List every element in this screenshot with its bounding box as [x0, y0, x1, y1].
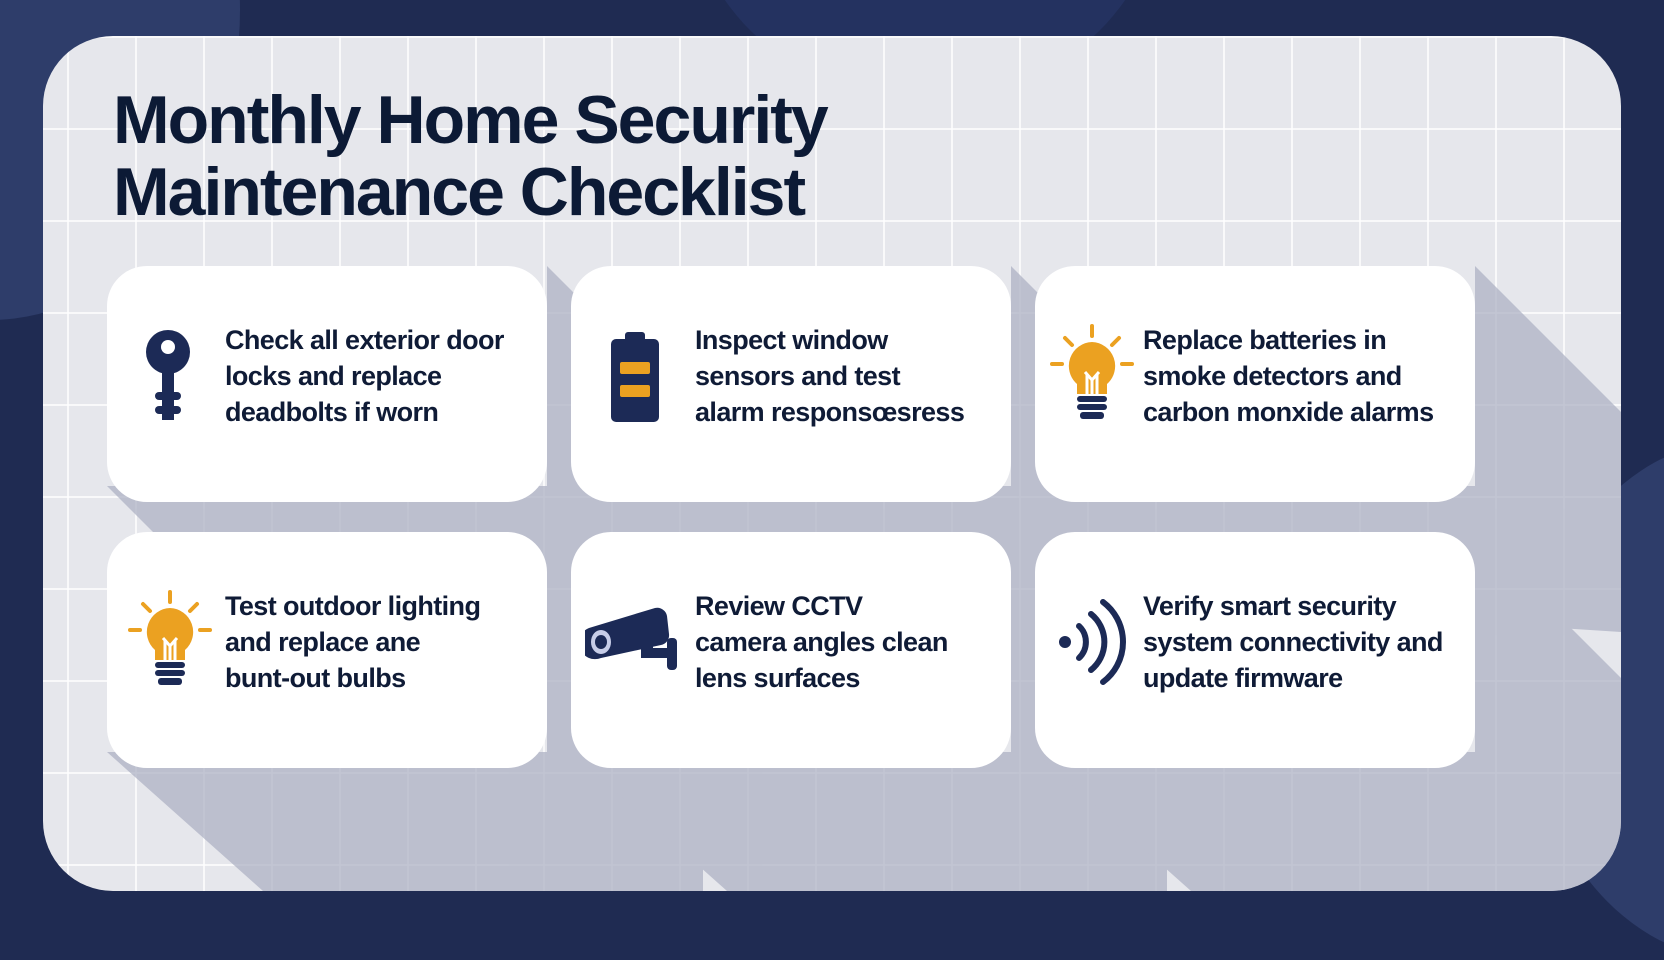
checklist-item-text: Inspect window sensors and test alarm re…: [695, 325, 965, 427]
checklist-item-outdoor-lighting[interactable]: Test outdoor lighting and replace ane bu…: [107, 532, 547, 768]
checklist-item-text: Check all exterior door locks and replac…: [225, 325, 504, 427]
checklist-item-door-locks[interactable]: Check all exterior door locks and replac…: [107, 266, 547, 502]
page-title: Monthly Home Security Maintenance Checkl…: [113, 82, 829, 230]
checklist-item-smart-system[interactable]: Verify smart security system connectivit…: [1035, 532, 1475, 768]
key-icon: [146, 330, 190, 420]
checklist-item-cctv[interactable]: Review CCTV camera angles clean lens sur…: [571, 532, 1011, 768]
lightbulb-icon: [128, 590, 212, 685]
checklist-item-text: Verify smart security system connectivit…: [1143, 591, 1443, 693]
title-line-1: Monthly Home Security: [113, 82, 829, 158]
battery-icon: [611, 332, 659, 422]
lightbulb-icon: [1050, 324, 1134, 419]
checklist-item-text: Review CCTV camera angles clean lens sur…: [695, 591, 948, 693]
title-line-2: Maintenance Checklist: [113, 154, 806, 230]
checklist-panel: Monthly Home Security Maintenance Checkl…: [43, 36, 1621, 891]
wireless-signal-icon: [1059, 599, 1126, 685]
cctv-camera-icon: [585, 607, 677, 670]
checklist-item-window-sensors[interactable]: Inspect window sensors and test alarm re…: [571, 266, 1011, 502]
checklist-item-text: Test outdoor lighting and replace ane bu…: [225, 591, 481, 693]
checklist-item-smoke-detectors[interactable]: Replace batteries in smoke detectors and…: [1035, 266, 1475, 502]
checklist-item-text: Replace batteries in smoke detectors and…: [1143, 325, 1434, 427]
